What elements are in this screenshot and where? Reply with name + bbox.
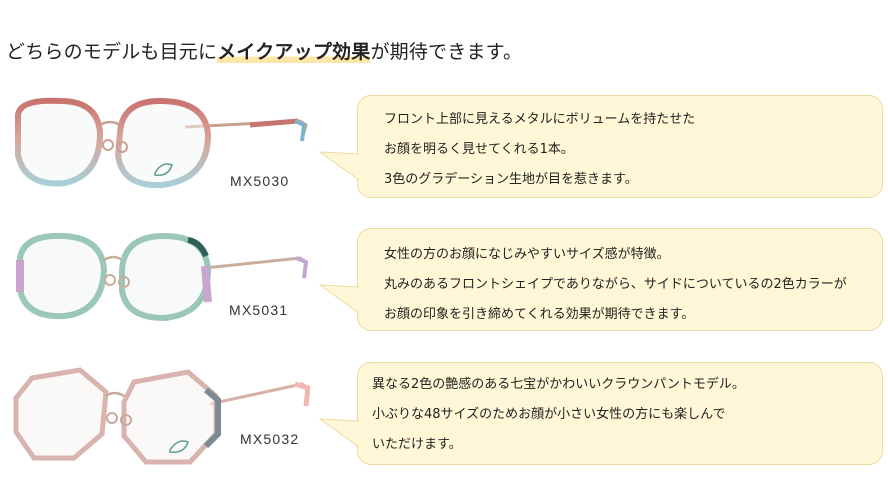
description-bubble: 女性の方のお顔になじみやすいサイズ感が特徴。 丸みのあるフロントシェイプでありな… xyxy=(318,228,883,331)
description-bubble: 異なる2色の艶感のある七宝がかわいいクラウンパントモデル。 小ぶりな48サイズの… xyxy=(318,362,883,465)
product-row-mx5031: MX5031 女性の方のお顔になじみやすいサイズ感が特徴。 丸みのあるフロントシ… xyxy=(0,228,888,338)
model-name: MX5032 xyxy=(240,431,300,447)
description-line: フロント上部に見えるメタルにボリュームを持たせた xyxy=(384,112,696,127)
bubble-tail xyxy=(318,284,360,314)
description-line: 女性の方のお顔になじみやすいサイズ感が特徴。 xyxy=(384,247,670,262)
description-line: 3色のグラデーション生地が目を惹きます。 xyxy=(384,172,638,187)
glasses-image-mx5030 xyxy=(15,97,308,189)
glasses-image-mx5032 xyxy=(13,367,310,465)
description-line: 小ぶりな48サイズのためお顔が小さい女性の方にも楽しんで xyxy=(372,407,726,422)
description-line: お顔の印象を引き締めてくれる効果が期待できます。 xyxy=(384,307,695,322)
glasses-image-mx5031 xyxy=(16,232,309,322)
model-name: MX5030 xyxy=(230,173,290,189)
page-headline: どちらのモデルも目元にメイクアップ効果が期待できます。 xyxy=(6,38,522,66)
model-name: MX5031 xyxy=(229,302,289,318)
headline-prefix: どちらのモデルも目元に xyxy=(6,41,218,63)
description-line: 丸みのあるフロントシェイプでありながら、サイドについているの2色カラーが xyxy=(384,277,847,292)
bubble-tail xyxy=(318,151,360,181)
headline-emphasis: メイクアップ効果 xyxy=(217,41,371,63)
description-line: 異なる2色の艶感のある七宝がかわいいクラウンパントモデル。 xyxy=(372,377,745,392)
description-line: いただけます。 xyxy=(372,437,462,452)
description-line: お顔を明るく見せてくれる1本。 xyxy=(384,142,574,157)
bubble-tail xyxy=(318,418,360,448)
product-row-mx5030: MX5030 フロント上部に見えるメタルにボリュームを持たせた お顔を明るく見せ… xyxy=(0,95,888,205)
description-bubble: フロント上部に見えるメタルにボリュームを持たせた お顔を明るく見せてくれる1本。… xyxy=(318,95,883,198)
product-row-mx5032: MX5032 異なる2色の艶感のある七宝がかわいいクラウンパントモデル。 小ぶり… xyxy=(0,362,888,472)
headline-suffix: が期待できます。 xyxy=(370,41,523,63)
